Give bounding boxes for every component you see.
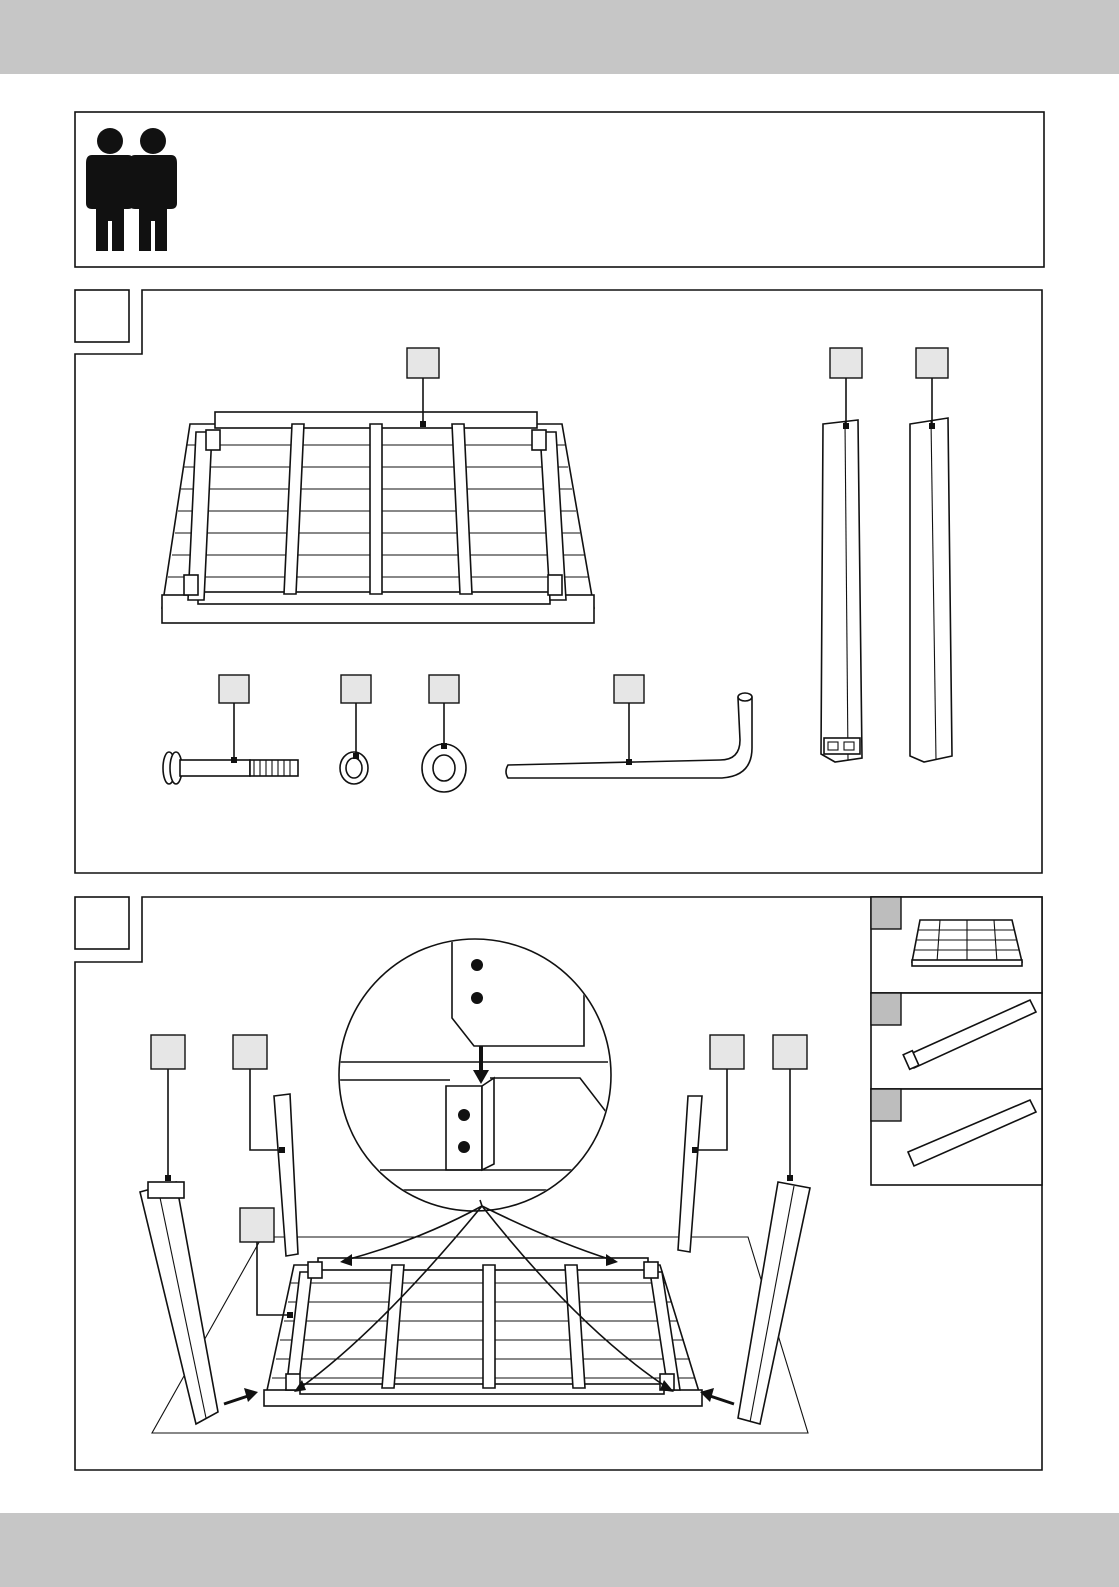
two-person-notice-panel <box>75 112 1044 267</box>
tabletop-thumbnail <box>871 897 1042 993</box>
step2-number-box <box>75 897 129 949</box>
leg-part-b <box>910 418 952 762</box>
leg-thumbnail-a <box>871 993 1042 1089</box>
step2-leg-back-right <box>678 1096 702 1252</box>
step1-number-box <box>75 290 129 342</box>
bolt-part <box>163 752 298 784</box>
part-label-box <box>614 675 644 703</box>
step2-leg-front-left <box>140 1182 218 1424</box>
part-label-box <box>341 675 371 703</box>
part-label-box <box>429 675 459 703</box>
flat-washer-part <box>422 744 466 792</box>
step2-leg-front-right <box>738 1182 810 1424</box>
leg-part-a <box>821 420 862 762</box>
step2-tabletop <box>264 1258 702 1406</box>
part-label-box <box>916 348 948 378</box>
part-label-box <box>233 1035 267 1069</box>
part-label-box <box>710 1035 744 1069</box>
part-label-box <box>151 1035 185 1069</box>
part-label-box <box>407 348 439 378</box>
part-label-box <box>240 1208 274 1242</box>
detail-zoom-circle <box>339 930 620 1211</box>
step2-leg-back-left <box>274 1094 298 1256</box>
two-persons-icon <box>86 128 177 251</box>
leg-thumbnail-b <box>871 1089 1042 1185</box>
part-label-box <box>830 348 862 378</box>
part-label-box <box>773 1035 807 1069</box>
tabletop-part <box>162 412 594 623</box>
part-label-box <box>219 675 249 703</box>
